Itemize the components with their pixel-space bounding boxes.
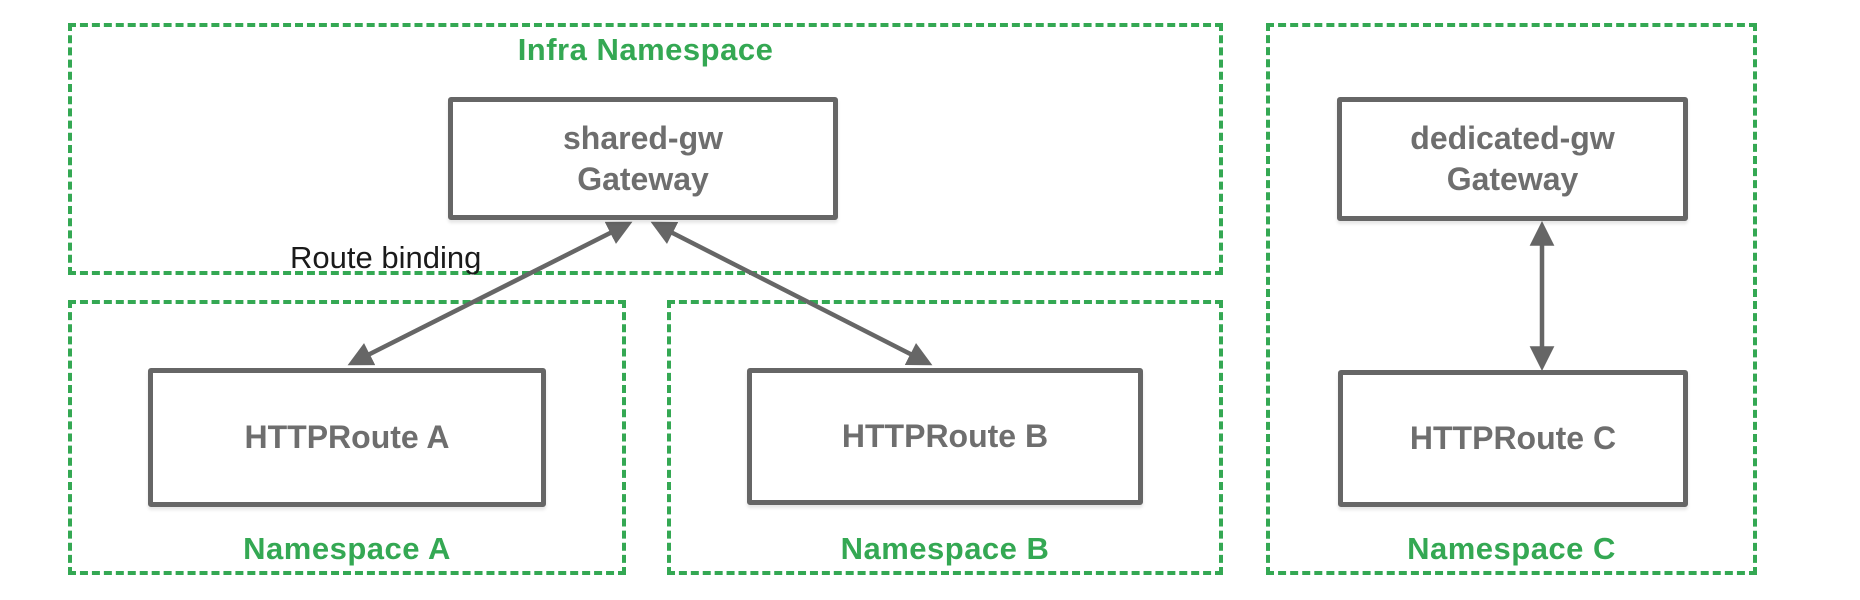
httproute-a-node: HTTPRoute A [148,368,546,507]
namespace-a-box: Namespace A [68,300,626,575]
namespace-c-box: Namespace C [1266,23,1757,575]
httproute-c-label: HTTPRoute C [1409,420,1617,456]
route-binding-label: Route binding [290,240,482,275]
namespace-a-title: Namespace A [243,531,451,566]
httproute-a-label: HTTPRoute A [244,419,450,455]
shared-gateway-kind: Gateway [577,160,709,197]
namespace-c-title: Namespace C [1407,531,1616,566]
httproute-b-label: HTTPRoute B [841,418,1049,454]
namespace-b-title: Namespace B [840,531,1050,566]
shared-gateway-name: shared-gw [562,119,724,156]
infra-namespace-box: Infra Namespace [68,23,1223,275]
dedicated-gateway-node: dedicated-gw Gateway [1337,97,1688,221]
dedicated-gateway-kind: Gateway [1446,161,1579,197]
httproute-c-node: HTTPRoute C [1338,370,1688,507]
dedicated-gateway-name: dedicated-gw [1410,120,1615,156]
namespace-b-box: Namespace B [667,300,1223,575]
shared-gateway-node: shared-gw Gateway [448,97,838,220]
infra-namespace-title: Infra Namespace [517,32,774,67]
httproute-b-node: HTTPRoute B [747,368,1143,505]
